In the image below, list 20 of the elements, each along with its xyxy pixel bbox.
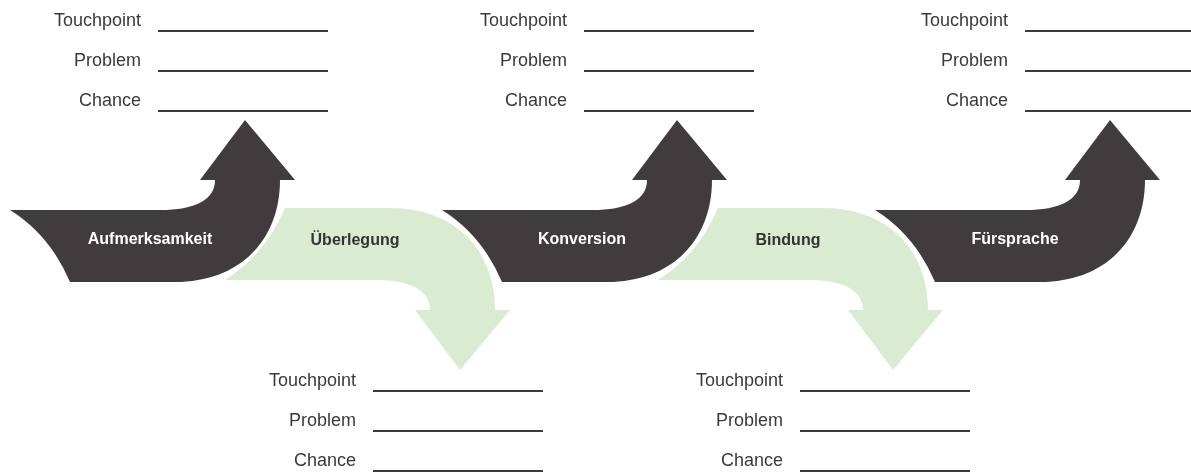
- field-label: Touchpoint: [695, 370, 783, 391]
- field-label: Problem: [73, 50, 141, 71]
- stage-label: Überlegung: [310, 231, 400, 249]
- stage-label: Bindung: [755, 231, 821, 249]
- field-label: Chance: [293, 450, 356, 471]
- field-label: Problem: [288, 410, 356, 431]
- field-label: Chance: [720, 450, 783, 471]
- field-label: Chance: [504, 90, 567, 111]
- field-label: Problem: [715, 410, 783, 431]
- field-label: Touchpoint: [920, 10, 1008, 31]
- field-label: Touchpoint: [268, 370, 356, 391]
- stage-label: Aufmerksamkeit: [87, 230, 213, 248]
- field-label: Chance: [945, 90, 1008, 111]
- field-label: Problem: [940, 50, 1008, 71]
- field-label: Touchpoint: [53, 10, 141, 31]
- stage-label: Fürsprache: [971, 230, 1059, 248]
- field-label: Chance: [78, 90, 141, 111]
- field-label: Touchpoint: [479, 10, 567, 31]
- field-label: Problem: [499, 50, 567, 71]
- stage-label: Konversion: [538, 230, 626, 248]
